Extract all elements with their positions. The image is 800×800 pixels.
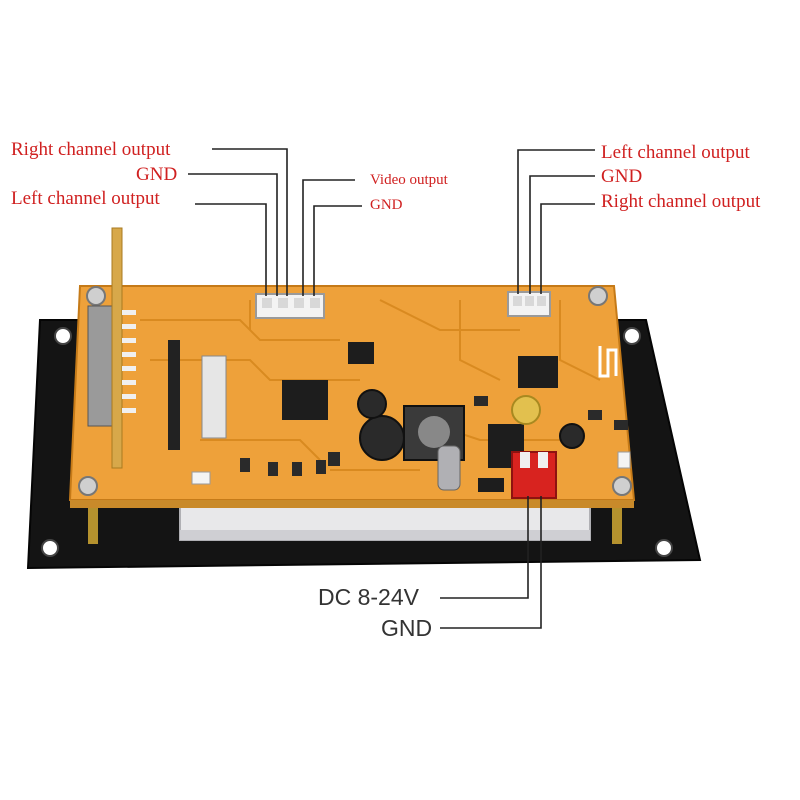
label-gnd-right: GND (601, 166, 643, 187)
capacitor-right (559, 423, 585, 449)
label-dc-input: DC 8-24V (318, 584, 419, 610)
ribbon-connector-latch (201, 355, 227, 439)
resistor (437, 445, 461, 491)
leader-lines (188, 148, 595, 629)
bt-chip (518, 356, 558, 388)
small-ic (478, 478, 504, 492)
audio-connector-right (507, 291, 551, 317)
pcb-screw-tl (86, 286, 106, 306)
standoff (88, 498, 98, 544)
bracket-hole-tl (54, 327, 72, 345)
label-left-channel-output-right: Left channel output (601, 142, 750, 163)
bracket-hole-bl (41, 539, 59, 557)
label-gnd-power: GND (381, 615, 433, 641)
pcb-screw-br (612, 476, 632, 496)
label-left-channel-output-left: Left channel output (11, 188, 160, 209)
smd-components (240, 396, 628, 476)
small-chip (348, 342, 374, 364)
bracket-hole-tr (623, 327, 641, 345)
capacitor-large (359, 415, 405, 461)
vertical-board (111, 227, 123, 469)
display-module-edge (180, 530, 590, 540)
standoff (612, 498, 622, 544)
sd-card-slot (87, 305, 113, 427)
pcb-screw-tr (588, 286, 608, 306)
white-smd (617, 451, 631, 469)
inductor-core (418, 416, 450, 448)
label-video-output: Video output (370, 172, 448, 188)
vertical-board-pins (122, 310, 136, 413)
pcb-edge (70, 500, 634, 508)
label-gnd-left: GND (136, 164, 178, 185)
ribbon-connector (168, 340, 180, 450)
white-smd (191, 471, 211, 485)
label-right-channel-output-right: Right channel output (601, 191, 761, 212)
main-chip (282, 380, 328, 420)
bracket-hole-br (655, 539, 673, 557)
label-gnd-video: GND (370, 197, 403, 213)
power-connector (511, 451, 557, 499)
inductor (403, 405, 465, 461)
antenna-trace (598, 346, 618, 378)
capacitor-small (357, 389, 387, 419)
label-right-channel-output-left: Right channel output (11, 139, 171, 160)
pcb-screw-bl (78, 476, 98, 496)
capacitor-gold (511, 395, 541, 425)
audio-connector-left (255, 293, 325, 319)
